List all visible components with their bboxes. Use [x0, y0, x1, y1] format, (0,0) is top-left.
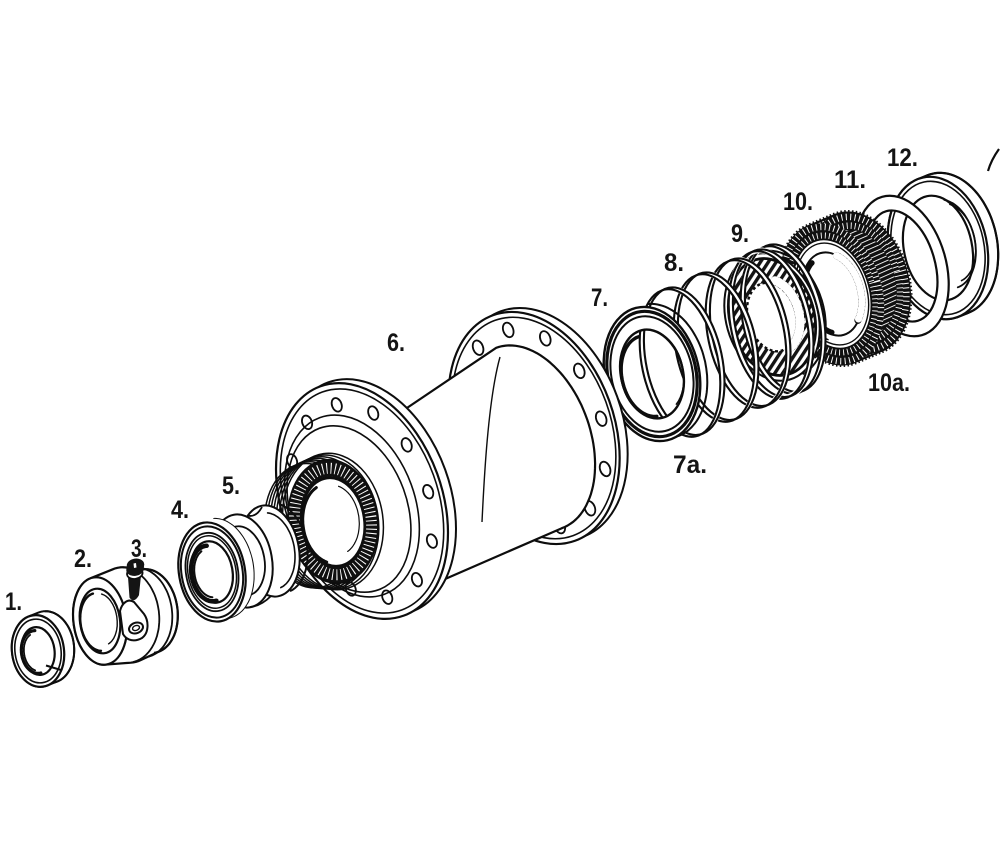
svg-text:9.: 9. [731, 220, 749, 248]
svg-text:10.: 10. [783, 188, 813, 216]
svg-text:5.: 5. [222, 472, 240, 500]
svg-text:3.: 3. [131, 535, 147, 563]
svg-text:7.: 7. [591, 284, 608, 312]
svg-text:1.: 1. [5, 588, 22, 616]
svg-text:10a.: 10a. [868, 369, 910, 397]
svg-text:7a.: 7a. [673, 451, 707, 479]
svg-text:11.: 11. [834, 166, 866, 194]
svg-text:4.: 4. [171, 496, 189, 524]
svg-text:12.: 12. [887, 144, 918, 172]
svg-text:2.: 2. [74, 545, 92, 573]
svg-text:8.: 8. [664, 249, 684, 277]
svg-text:6.: 6. [387, 329, 405, 357]
